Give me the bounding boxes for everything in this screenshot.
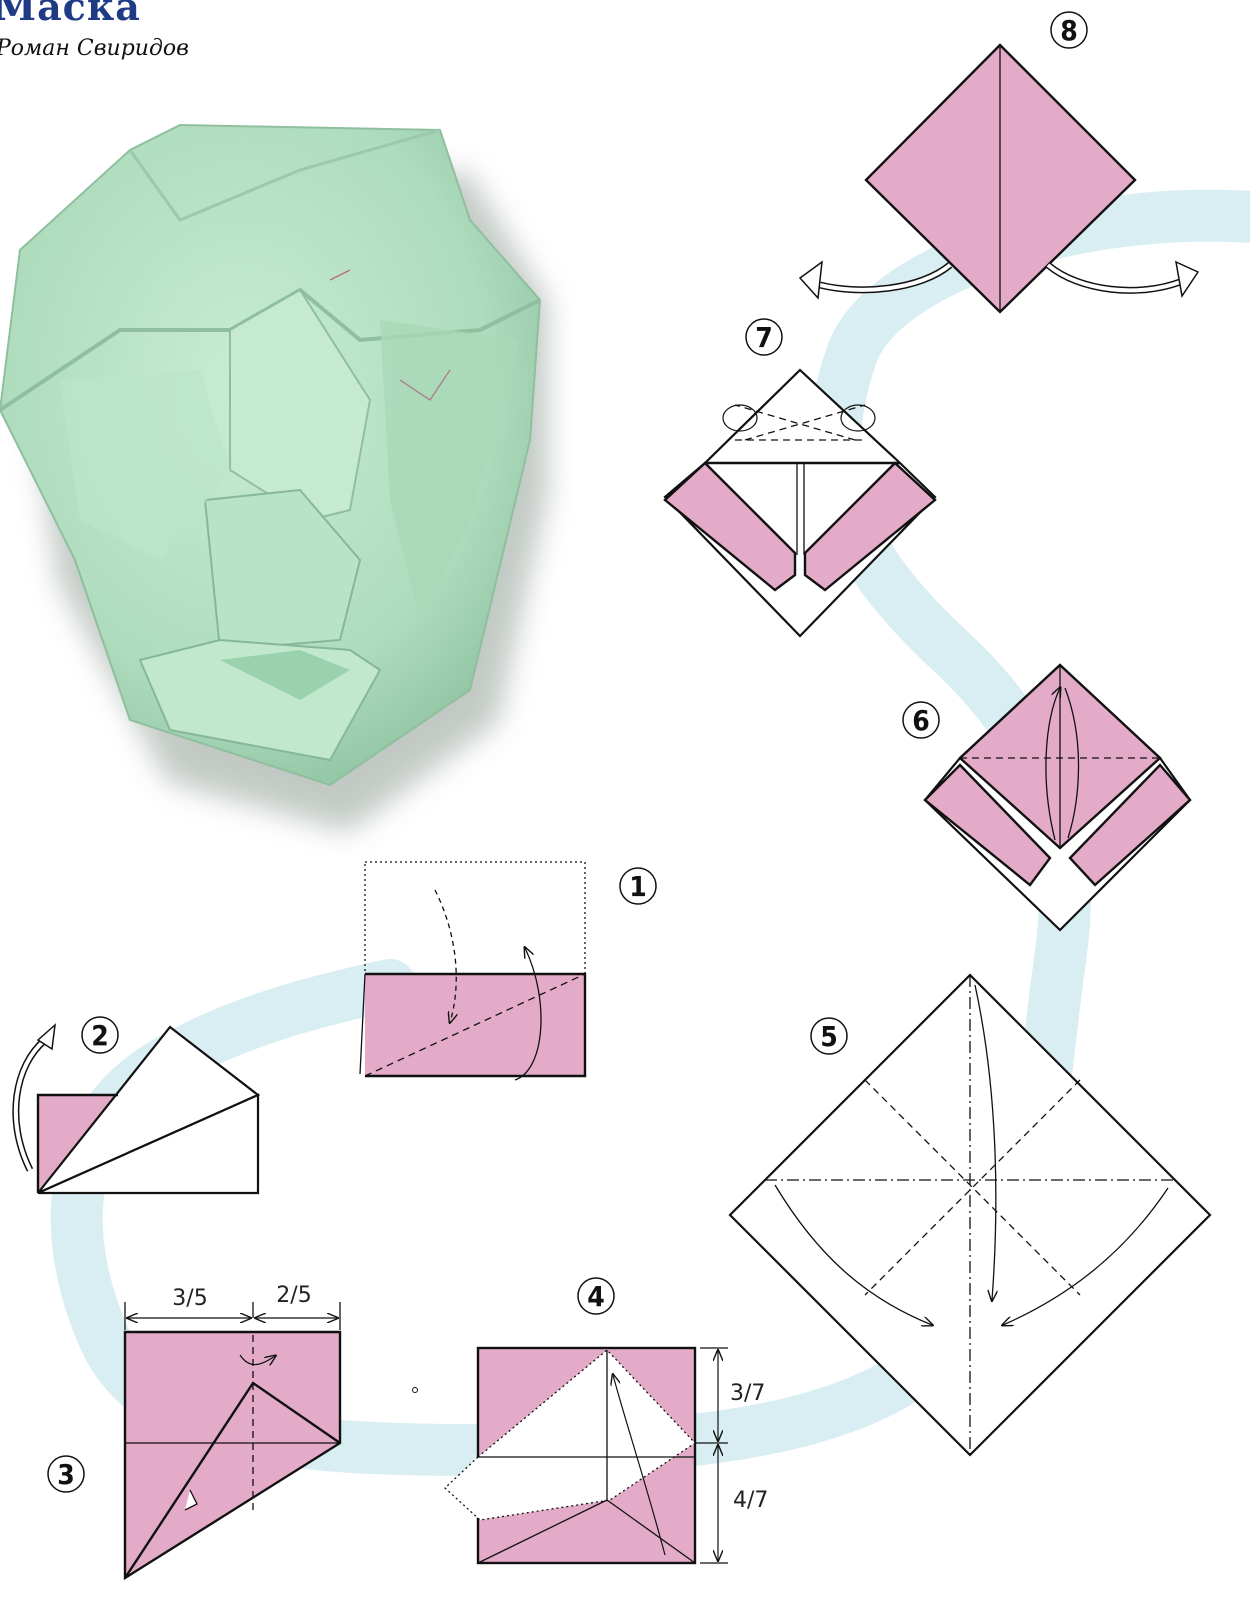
step-4-diagram bbox=[445, 1348, 728, 1563]
step-6-diagram bbox=[925, 665, 1190, 930]
step-number-5: 5 bbox=[811, 1018, 847, 1054]
step-number-1: 1 bbox=[620, 868, 656, 904]
origami-mask-photo bbox=[0, 125, 548, 832]
step-number-7: 7 bbox=[746, 319, 782, 355]
step-number-3: 3 bbox=[48, 1456, 84, 1492]
step-8-diagram bbox=[800, 45, 1198, 312]
svg-text:8: 8 bbox=[1060, 14, 1078, 47]
svg-text:5: 5 bbox=[820, 1020, 838, 1053]
step-number-4: 4 bbox=[578, 1278, 614, 1314]
step-number-2: 2 bbox=[82, 1017, 118, 1053]
svg-text:2: 2 bbox=[91, 1019, 109, 1052]
dimension-2-5: 2/5 bbox=[276, 1283, 311, 1308]
step-number-8: 8 bbox=[1051, 12, 1087, 48]
svg-text:3: 3 bbox=[57, 1458, 75, 1491]
step-5-diagram bbox=[730, 975, 1210, 1455]
dimension-3-5: 3/5 bbox=[172, 1286, 207, 1311]
dimension-4-7: 4/7 bbox=[733, 1488, 768, 1513]
step-number-6: 6 bbox=[903, 702, 939, 738]
svg-text:7: 7 bbox=[755, 321, 773, 354]
svg-text:6: 6 bbox=[912, 704, 930, 737]
stray-dot bbox=[413, 1388, 418, 1393]
svg-text:1: 1 bbox=[629, 870, 647, 903]
step-3-diagram bbox=[125, 1302, 340, 1578]
svg-text:4: 4 bbox=[587, 1280, 605, 1313]
dimension-3-7: 3/7 bbox=[730, 1381, 765, 1406]
